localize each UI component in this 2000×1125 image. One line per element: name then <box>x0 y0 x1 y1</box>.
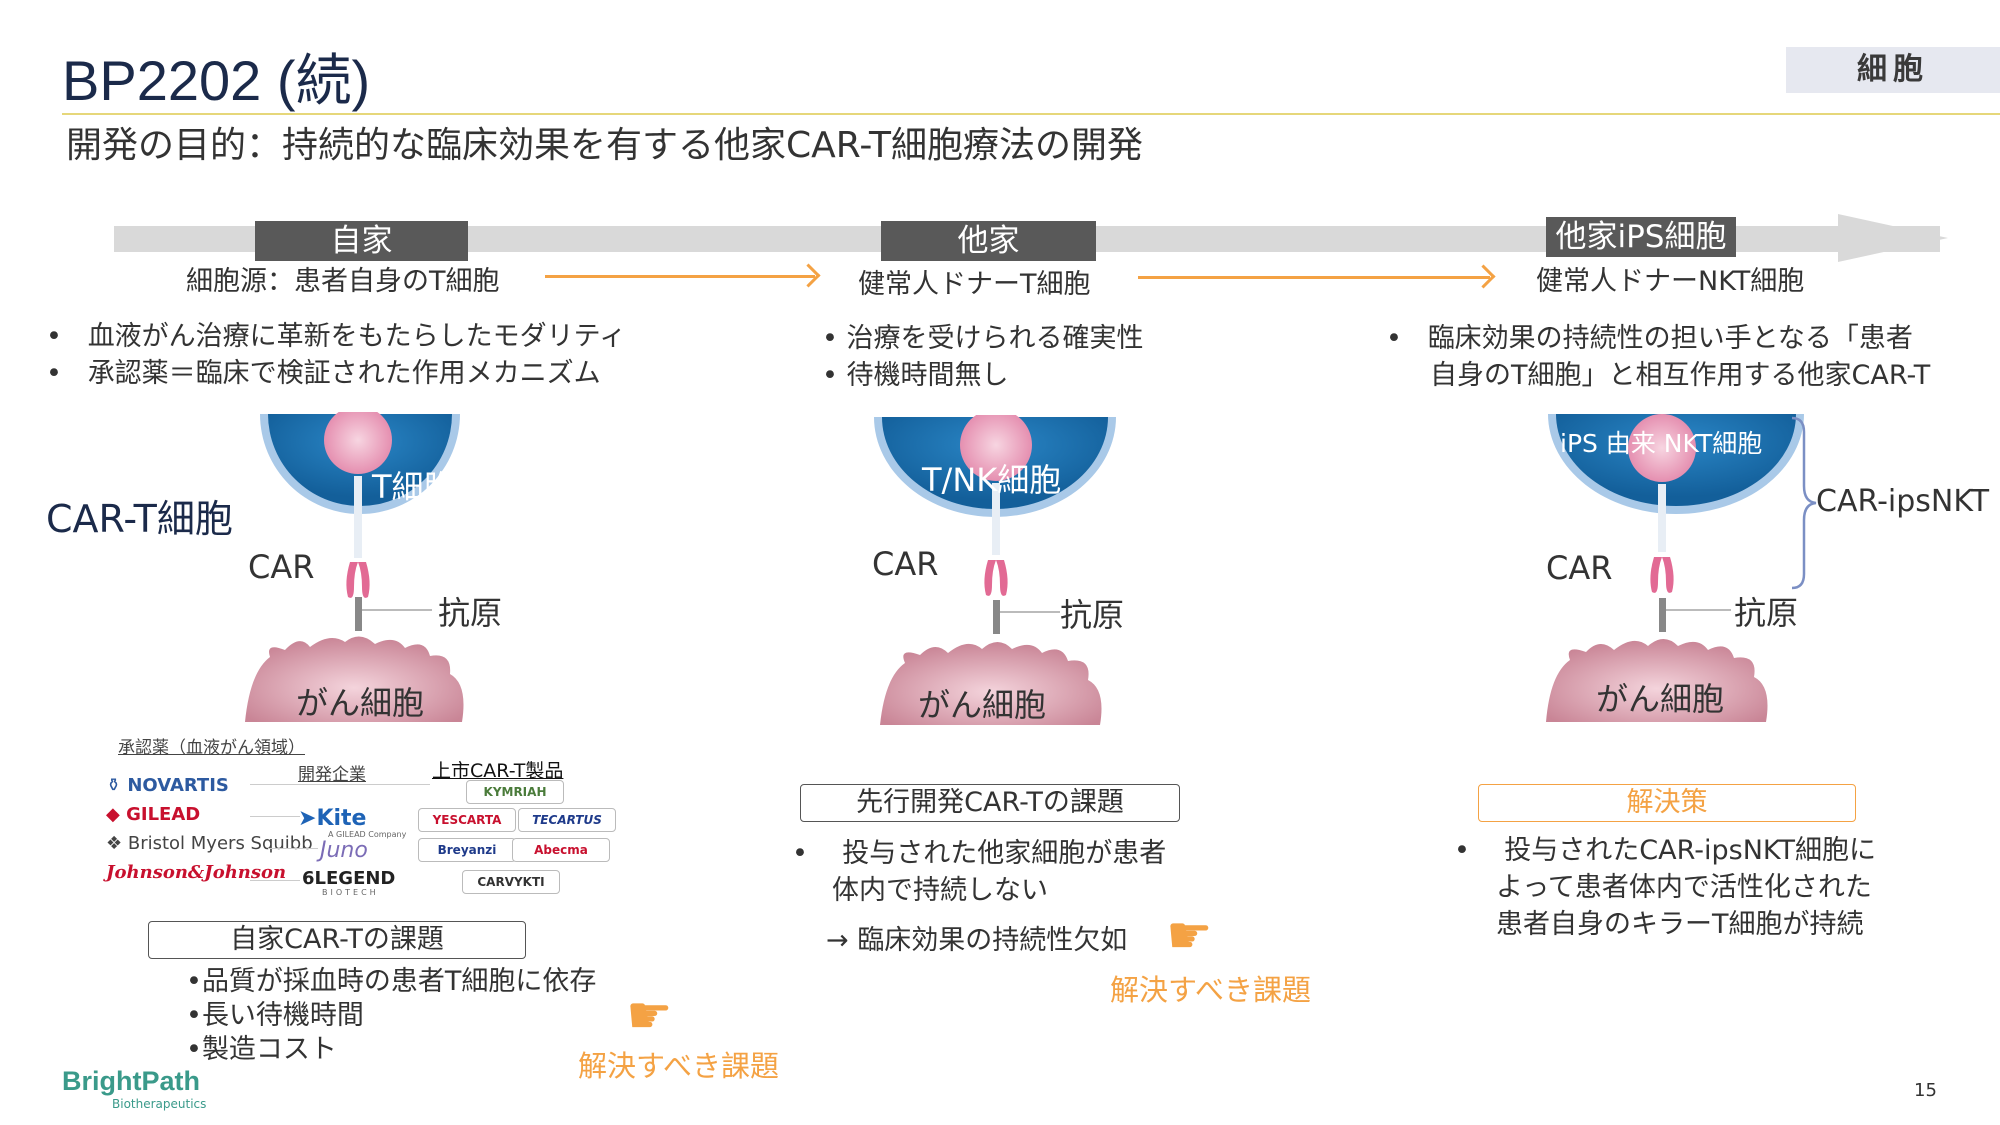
gilead-logo: ◆ GILEAD <box>106 804 201 825</box>
list-item: • 臨床効果の持続性の担い手となる「患者 <box>1386 323 1913 354</box>
connector-line <box>268 848 318 849</box>
list-item: • 投与された他家細胞が患者 <box>792 838 1167 869</box>
issue-consequence: → 臨床効果の持続性欠如 <box>826 925 1128 956</box>
col2-bullets: • 治療を受けられる確実性 • 待機時間無し <box>822 320 1144 394</box>
ips-nkt-cell-label: iPS 由来 NKT細胞 <box>1560 429 1763 458</box>
right-arrow-icon: → <box>826 925 849 956</box>
dev-company-header: 開発企業 <box>298 765 366 785</box>
legend-logo: 6LEGEND <box>302 868 396 889</box>
flow-arrow-2 <box>1138 276 1490 279</box>
page-subtitle: 開発の目的：持続的な臨床効果を有する他家CAR-T細胞療法の開発 <box>66 125 1143 166</box>
allogeneic-issue-title: 先行開発CAR-Tの課題 <box>800 784 1180 822</box>
connector-line <box>250 880 300 881</box>
list-item: •品質が採血時の患者T細胞に依存 <box>186 966 597 997</box>
list-item: • 承認薬＝臨床で検証された作用メカニズム <box>46 358 601 389</box>
list-item-continuation: よって患者体内で活性化された <box>1496 872 1872 903</box>
list-item-continuation: 体内で持続しない <box>832 875 1048 906</box>
products-header: 上市CAR-T製品 <box>432 760 564 782</box>
list-item: • 血液がん治療に革新をもたらしたモダリティ <box>46 321 627 352</box>
source-allogeneic: 健常人ドナーT細胞 <box>858 269 1091 300</box>
cancer-cell-label: がん細胞 <box>918 686 1047 724</box>
approved-drugs-header: 承認薬（血液がん領域） <box>118 738 305 758</box>
bms-logo: ❖ Bristol Myers Squibb <box>106 833 313 854</box>
pointing-hand-icon: ☛ <box>626 986 673 1046</box>
source-allogeneic-ips: 健常人ドナーNKT細胞 <box>1536 266 1805 297</box>
list-item: •製造コスト <box>186 1034 337 1065</box>
autologous-issue-title: 自家CAR-Tの課題 <box>148 921 526 959</box>
cancer-cell-label: がん細胞 <box>296 684 425 722</box>
title-divider <box>62 113 2000 115</box>
antigen-label: 抗原 <box>1060 596 1125 634</box>
list-item: • 投与されたCAR-ipsNKT細胞に <box>1454 835 1877 866</box>
solution-title: 解決策 <box>1478 784 1856 822</box>
list-item-continuation: 自身のT細胞」と相互作用する他家CAR-T <box>1430 360 1931 391</box>
logo-sub: Biotherapeutics <box>112 1097 207 1111</box>
car-t-cell-title: CAR-T細胞 <box>46 497 233 541</box>
legend-sub: BIOTECH <box>322 888 379 897</box>
car-ipsnkt-cell-illustration <box>1546 414 1804 722</box>
novartis-logo: ⚱ NOVARTIS <box>106 775 229 796</box>
list-item: • 治療を受けられる確実性 <box>822 323 1144 354</box>
antigen-leader-1 <box>362 609 432 611</box>
flow-arrow-1 <box>545 275 815 278</box>
brightpath-logo: BrightPath Biotherapeutics <box>62 1066 206 1111</box>
carvykti-logo: CARVYKTI <box>462 870 560 894</box>
pointing-hand-icon: ☛ <box>1166 906 1213 966</box>
company-list: ⚱ NOVARTIS ◆ GILEAD ❖ Bristol Myers Squi… <box>106 775 313 883</box>
jnj-logo: Johnson&Johnson <box>106 862 287 883</box>
solution-list: • 投与されたCAR-ipsNKT細胞に よって患者体内で活性化された 患者自身… <box>1454 832 1876 943</box>
antigen-leader-2 <box>1000 611 1060 613</box>
juno-logo: Juno <box>320 838 368 863</box>
stage-allogeneic-ips: 他家iPS細胞 <box>1546 217 1736 257</box>
page-title: BP2202 (続) <box>62 49 371 112</box>
cancer-cell-label: がん細胞 <box>1596 680 1725 718</box>
kite-sub: A GILEAD Company <box>328 830 407 839</box>
car-ipsnkt-label: CAR-ipsNKT <box>1816 484 1990 519</box>
connector-line <box>250 816 300 817</box>
yescarta-logo: YESCARTA <box>418 808 516 832</box>
car-label: CAR <box>872 545 939 583</box>
logo-main: BrightPath <box>62 1066 200 1096</box>
tecartus-logo: TECARTUS <box>518 808 616 832</box>
antigen-label: 抗原 <box>438 594 503 632</box>
stage-allogeneic: 他家 <box>881 221 1096 261</box>
t-nk-cell-label: T/NK細胞 <box>922 461 1062 499</box>
timeline-arrowhead <box>1838 214 1948 262</box>
category-tag: 細胞 <box>1786 47 2000 93</box>
antigen-label: 抗原 <box>1734 594 1799 632</box>
bracket-icon <box>1791 416 1817 590</box>
connector-line <box>250 784 430 785</box>
stage-autologous: 自家 <box>255 221 468 261</box>
t-cell-label: T細胞 <box>372 468 456 506</box>
abecma-logo: Abecma <box>512 838 610 862</box>
list-item: • 待機時間無し <box>822 360 1009 391</box>
breyanzi-logo: Breyanzi <box>418 838 516 862</box>
source-autologous: 細胞源：患者自身のT細胞 <box>186 266 500 297</box>
kymriah-logo: KYMRIAH <box>466 780 564 804</box>
list-item: •長い待機時間 <box>186 1000 364 1031</box>
t-nk-cell-illustration <box>874 415 1116 725</box>
antigen-leader-3 <box>1666 609 1731 611</box>
issue-to-solve-label: 解決すべき課題 <box>578 1049 779 1083</box>
allogeneic-issue-list: • 投与された他家細胞が患者 体内で持続しない <box>792 835 1166 909</box>
car-label: CAR <box>1546 549 1613 587</box>
col1-bullets: • 血液がん治療に革新をもたらしたモダリティ • 承認薬＝臨床で検証された作用メ… <box>46 318 626 392</box>
car-t-cell-illustration <box>245 412 464 722</box>
list-item-continuation: 患者自身のキラーT細胞が持続 <box>1496 909 1864 940</box>
page-number: 15 <box>1914 1080 1937 1101</box>
kite-logo: ➤Kite <box>298 806 367 831</box>
issue-to-solve-label: 解決すべき課題 <box>1110 973 1311 1007</box>
car-label: CAR <box>248 548 315 586</box>
autologous-issue-list: •品質が採血時の患者T細胞に依存 •長い待機時間 •製造コスト <box>186 965 596 1067</box>
col3-bullets: • 臨床効果の持続性の担い手となる「患者 自身のT細胞」と相互作用する他家CAR… <box>1386 320 1930 394</box>
